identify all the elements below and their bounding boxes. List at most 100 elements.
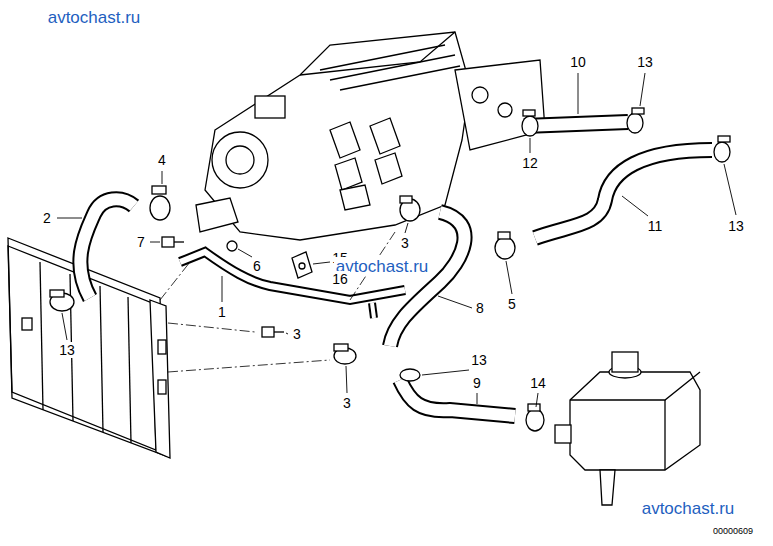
expansion-tank <box>612 352 638 372</box>
engine-block <box>340 185 370 210</box>
hose-clamp <box>523 110 535 116</box>
leader-line <box>640 73 645 106</box>
hose-clamp <box>718 136 730 142</box>
radiator <box>100 286 103 432</box>
hose-clamp <box>526 409 544 431</box>
engine-block <box>196 198 238 232</box>
drawing-number: 00000609 <box>711 526 755 537</box>
callout-number: 9 <box>471 375 483 391</box>
hose-clamp <box>152 186 166 194</box>
radiator <box>158 340 166 354</box>
radiator <box>150 300 170 458</box>
callout-number: 8 <box>474 300 486 316</box>
hose-clamp <box>150 196 170 220</box>
engine-block <box>196 32 545 240</box>
hose-clamp <box>495 237 515 259</box>
hose-core <box>524 122 628 126</box>
expansion-tank <box>555 352 700 505</box>
leader-line <box>477 393 478 404</box>
callout-number: 1 <box>216 304 228 320</box>
hose-clamp <box>528 404 540 411</box>
leader-line <box>346 366 347 393</box>
fitting <box>162 237 312 337</box>
engine-block <box>498 103 512 117</box>
hose-core <box>80 199 134 298</box>
radiator <box>40 262 43 410</box>
hose-clamp <box>400 196 412 203</box>
hose <box>400 380 515 416</box>
fitting <box>274 331 284 332</box>
hose <box>80 199 134 298</box>
callout-number: 6 <box>251 258 263 274</box>
callout-number: 13 <box>57 342 77 358</box>
pipe <box>372 303 374 318</box>
reference-line <box>160 232 395 372</box>
expansion-tank <box>664 400 665 470</box>
radiator <box>158 380 166 394</box>
hose-core <box>400 380 515 416</box>
leader-line <box>57 218 82 219</box>
leader-line <box>506 261 512 294</box>
hose <box>524 122 628 126</box>
engine-block <box>255 96 285 118</box>
engine-block <box>375 153 402 184</box>
callout-number: 10 <box>568 54 588 70</box>
leader-line <box>62 313 67 340</box>
leader-line <box>438 296 472 308</box>
hose-clamp <box>714 142 730 162</box>
hose-clamp <box>632 108 644 114</box>
callout-number: 4 <box>156 152 168 168</box>
callout-number: 7 <box>135 234 147 250</box>
leader-line <box>222 276 223 302</box>
callout-number: 13 <box>726 218 746 234</box>
hose <box>390 212 465 346</box>
reference-line <box>168 360 330 372</box>
fitting <box>227 241 237 251</box>
fitting <box>299 263 305 269</box>
hose-core <box>535 150 712 238</box>
hose-clamp <box>522 116 538 136</box>
engine-block <box>330 122 360 158</box>
radiator <box>128 297 131 443</box>
hose-clamp <box>50 108 730 431</box>
engine-block <box>472 87 488 103</box>
callout-number: 3 <box>399 235 411 251</box>
leader-line <box>622 196 648 216</box>
callout-number: 12 <box>520 155 540 171</box>
leader-line <box>286 333 288 334</box>
leader-line <box>57 73 736 407</box>
callout-number: 13 <box>635 54 655 70</box>
hose-core <box>80 122 712 416</box>
engine-block <box>212 132 268 188</box>
radiator <box>8 238 170 458</box>
leader-line <box>150 242 160 243</box>
leader-line <box>536 393 538 407</box>
expansion-tank <box>555 425 571 443</box>
watermark: avtochast.ru <box>640 499 737 518</box>
engine-block <box>205 32 470 240</box>
hose <box>80 122 712 416</box>
callout-number: 3 <box>291 326 303 342</box>
hose <box>535 150 712 238</box>
fitting <box>262 327 274 337</box>
leader-line <box>530 138 531 153</box>
callout-number: 2 <box>41 210 53 226</box>
leader-line <box>422 370 469 375</box>
leader-line <box>313 262 330 264</box>
callout-number: 14 <box>528 375 548 391</box>
fitting <box>162 237 174 247</box>
expansion-tank <box>570 372 700 470</box>
engine-block <box>340 66 460 90</box>
leader-line <box>238 249 252 257</box>
engine-block <box>455 60 545 150</box>
callout-number: 5 <box>506 296 518 312</box>
hose-clamp <box>334 344 348 351</box>
hose-clamp <box>498 232 510 239</box>
engine-block <box>330 55 455 80</box>
leader-line <box>405 223 408 233</box>
engine-block <box>335 158 362 190</box>
radiator <box>22 318 32 330</box>
engine-block <box>320 45 445 70</box>
pipe <box>372 303 374 318</box>
